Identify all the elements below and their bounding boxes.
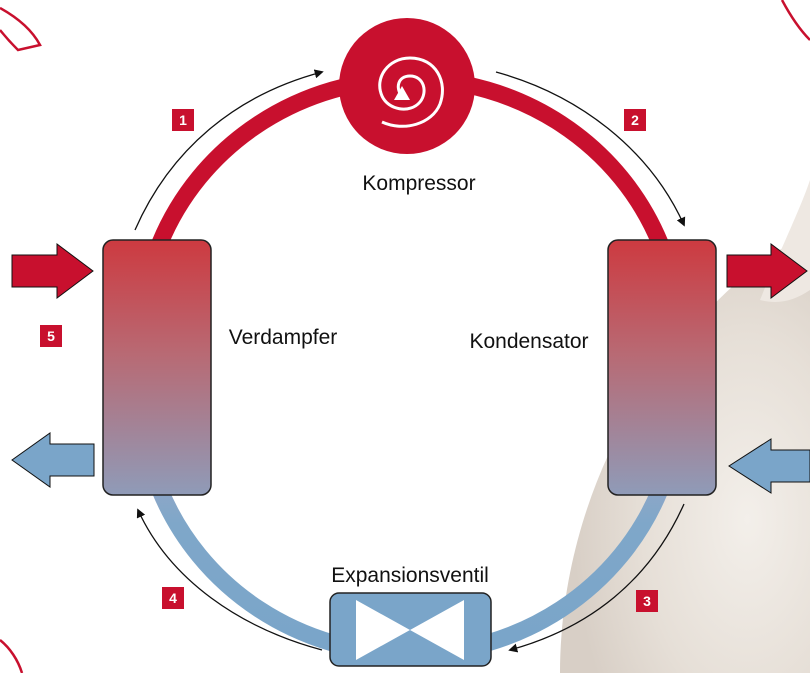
- condenser-label: Kondensator: [469, 330, 588, 353]
- flow-arrow-1: [134, 69, 324, 231]
- spiral-compressor-icon: [378, 56, 444, 128]
- corner-decoration-top-right: [780, 0, 810, 41]
- flow-arrow-4: [136, 508, 323, 651]
- bowtie-valve-icon: [356, 600, 464, 660]
- svg-text:3: 3: [643, 593, 651, 609]
- step-marker-5: 5: [40, 325, 62, 347]
- condenser-box: [607, 239, 717, 496]
- step-marker-2: 2: [624, 109, 646, 131]
- expansion-valve-label: Expansionsventil: [331, 564, 489, 587]
- heat-output-arrow-icon: [726, 243, 808, 299]
- corner-decoration-bottom-left: [0, 639, 24, 673]
- step-marker-1: 1: [172, 109, 194, 131]
- cold-output-arrow-icon: [11, 432, 95, 488]
- step-marker-3: 3: [636, 590, 658, 612]
- flow-arrow-3: [508, 503, 685, 653]
- compressor: [339, 18, 475, 154]
- svg-text:5: 5: [47, 328, 55, 344]
- evaporator-box: [102, 239, 212, 496]
- svg-text:2: 2: [631, 112, 639, 128]
- flow-arrow-2: [495, 71, 686, 227]
- svg-text:4: 4: [169, 590, 177, 606]
- compressor-arrow-icon: [394, 86, 410, 100]
- corner-decoration-top-left: [0, 6, 42, 52]
- compressor-label: Kompressor: [362, 172, 475, 195]
- cold-input-arrow-icon: [728, 438, 810, 494]
- evaporator-label: Verdampfer: [229, 326, 338, 349]
- svg-text:1: 1: [179, 112, 187, 128]
- heat-input-arrow-icon: [11, 243, 94, 299]
- step-marker-4: 4: [162, 587, 184, 609]
- expansion-valve: [329, 592, 492, 667]
